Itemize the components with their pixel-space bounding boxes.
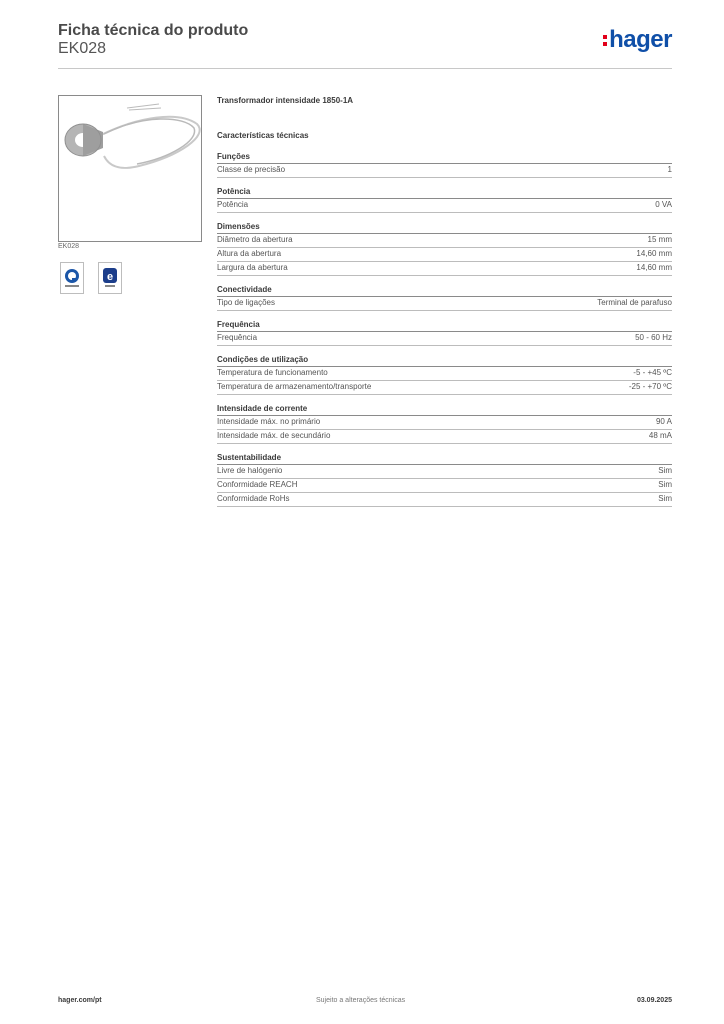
product-image: [58, 95, 202, 242]
spec-row: Conformidade RoHs Sim: [217, 493, 672, 507]
spec-row: Altura da abertura 14,60 mm: [217, 248, 672, 262]
document-title: Ficha técnica do produto: [58, 22, 249, 39]
spec-label: Largura da abertura: [217, 263, 288, 272]
spec-row: Intensidade máx. no primário 90 A: [217, 416, 672, 430]
spec-group-title: Potência: [217, 187, 672, 199]
product-code: EK028: [58, 40, 107, 57]
spec-label: Frequência: [217, 333, 258, 342]
spec-row: Classe de precisão 1: [217, 164, 672, 178]
current-transformer-illustration: [64, 103, 201, 169]
spec-group-title: Intensidade de corrente: [217, 404, 672, 416]
spec-row: Livre de halógenio Sim: [217, 465, 672, 479]
spec-group-title: Dimensões: [217, 222, 672, 234]
spec-row: Potência 0 VA: [217, 199, 672, 213]
spec-value: 50 - 60 Hz: [635, 333, 672, 342]
footer-date: 03.09.2025: [636, 997, 672, 1004]
spec-row: Intensidade máx. de secundário 48 mA: [217, 430, 672, 444]
footer-website: hager.com/pt: [58, 997, 102, 1004]
spec-label: Diâmetro da abertura: [217, 235, 293, 244]
spec-label: Temperatura de armazenamento/transporte: [217, 382, 372, 391]
spec-row: Diâmetro da abertura 15 mm: [217, 234, 672, 248]
spec-label: Potência: [217, 200, 249, 209]
spec-group-title: Sustentabilidade: [217, 453, 672, 465]
spec-value: 0 VA: [655, 200, 672, 209]
header-divider: [58, 68, 672, 69]
spec-value: 48 mA: [648, 431, 672, 440]
spec-label: Temperatura de funcionamento: [217, 368, 328, 377]
spec-label: Intensidade máx. no primário: [217, 417, 321, 426]
spec-label: Conformidade RoHs: [217, 494, 290, 503]
spec-value: 14,60 mm: [636, 263, 672, 272]
spec-value: 15 mm: [647, 235, 672, 244]
spec-label: Conformidade REACH: [217, 480, 298, 489]
spec-label: Classe de precisão: [217, 165, 286, 174]
spec-label: Livre de halógenio: [217, 466, 283, 475]
spec-row: Largura da abertura 14,60 mm: [217, 262, 672, 276]
hager-logo: hager: [603, 26, 672, 54]
spec-group-title: Frequência: [217, 320, 672, 332]
svg-text:e: e: [107, 271, 113, 283]
spec-group-title: Conectividade: [217, 285, 672, 297]
spec-group-title: Condições de utilização: [217, 355, 672, 367]
footer-note: Sujeito a alterações técnicas: [316, 997, 406, 1004]
spec-label: Intensidade máx. de secundário: [217, 431, 331, 440]
logo-dots-icon: [603, 34, 608, 46]
spec-value: Sim: [658, 494, 672, 503]
spec-value: -5 - +45 ºC: [633, 368, 672, 377]
spec-row: Tipo de ligações Terminal de parafuso: [217, 297, 672, 311]
quality-certificate-icon: [60, 262, 84, 294]
spec-row: Temperatura de funcionamento -5 - +45 ºC: [217, 367, 672, 381]
section-heading: Características técnicas: [217, 131, 309, 140]
spec-value: 1: [667, 165, 672, 174]
spec-value: Sim: [658, 466, 672, 475]
image-caption: EK028: [58, 243, 80, 250]
spec-value: 14,60 mm: [636, 249, 672, 258]
page-header: Ficha técnica do produto EK028 hager: [58, 20, 672, 68]
logo-text: hager: [609, 26, 672, 53]
spec-row: Temperatura de armazenamento/transporte -…: [217, 381, 672, 395]
specifications: Transformador intensidade 1850-1A Caract…: [217, 96, 672, 516]
spec-value: -25 - +70 ºC: [628, 382, 672, 391]
spec-row: Conformidade REACH Sim: [217, 479, 672, 493]
spec-value: Terminal de parafuso: [597, 298, 672, 307]
spec-row: Frequência 50 - 60 Hz: [217, 332, 672, 346]
spec-label: Altura da abertura: [217, 249, 282, 258]
spec-value: 90 A: [655, 417, 672, 426]
spec-value: Sim: [658, 480, 672, 489]
environment-label-icon: e: [98, 262, 122, 294]
certification-badges: e: [60, 262, 122, 294]
product-title: Transformador intensidade 1850-1A: [217, 96, 354, 105]
spec-label: Tipo de ligações: [217, 298, 275, 307]
spec-group-title: Funções: [217, 152, 672, 164]
